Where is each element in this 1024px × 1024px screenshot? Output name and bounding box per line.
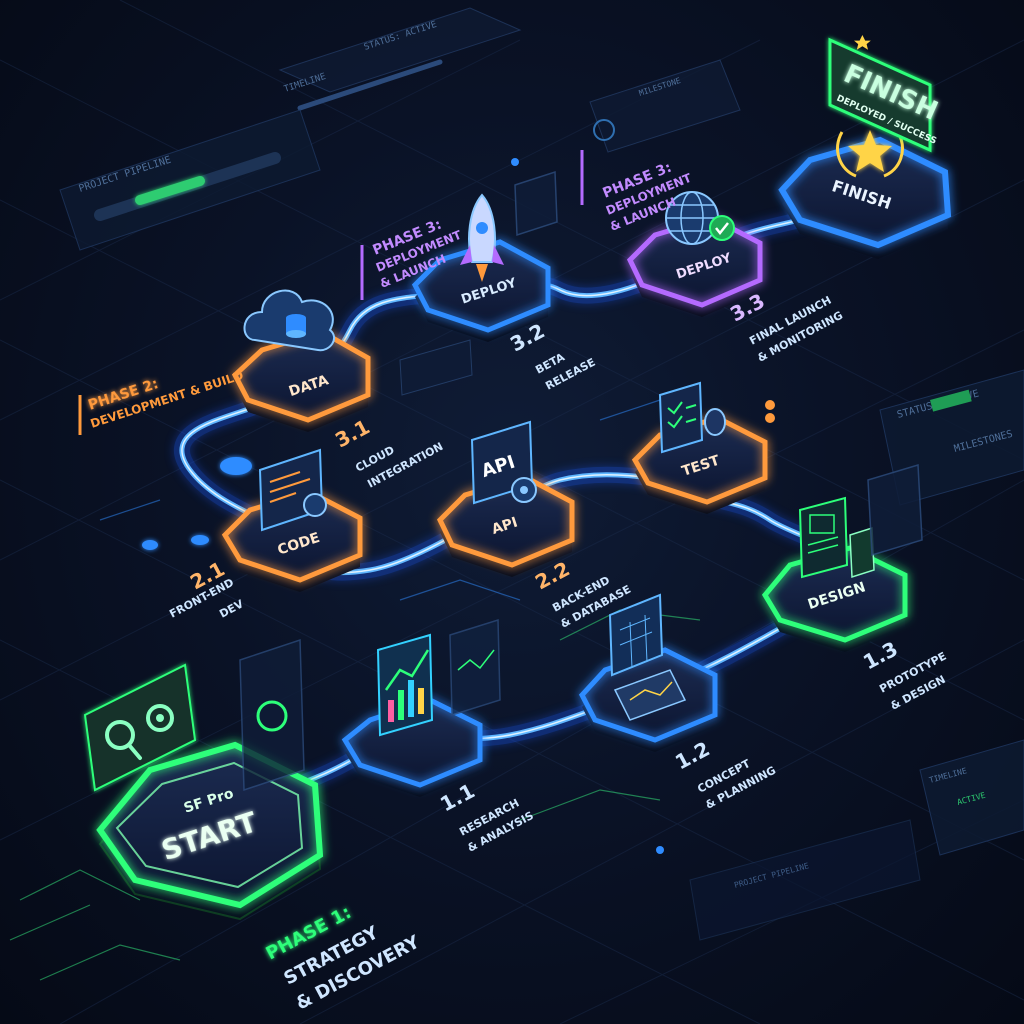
node-3-1-line2: INTEGRATION bbox=[365, 440, 445, 491]
node-1-2-caption: 1.2 CONCEPT & PLANNING bbox=[671, 737, 778, 812]
node-2-3-test[interactable]: TEST bbox=[631, 381, 768, 514]
finish-sign: FINISH DEPLOYED / SUCCESS bbox=[828, 35, 942, 153]
node-2-2-label: API bbox=[490, 515, 520, 538]
node-1-1-caption: 1.1 RESEARCH & ANALYSIS bbox=[436, 779, 536, 855]
rocket-icon bbox=[460, 193, 504, 282]
node-3-1-data[interactable]: DATA bbox=[231, 289, 371, 432]
circuit-traces bbox=[9, 609, 701, 981]
node-2-2-api[interactable]: API API bbox=[436, 420, 575, 577]
node-3-3-deploy[interactable]: DEPLOY bbox=[626, 191, 763, 317]
blueprint-map-icon bbox=[608, 593, 687, 721]
finish-node[interactable]: FINISH bbox=[778, 130, 952, 259]
node-3-2-caption: 3.2 BETA RELEASE bbox=[506, 319, 597, 393]
code-window-icon bbox=[258, 448, 327, 532]
node-2-1-line2: DEV bbox=[217, 597, 246, 621]
node-3-1-caption: 3.1 CLOUD INTEGRATION bbox=[331, 415, 445, 491]
phase-1-label: PHASE 1: STRATEGY & DISCOVERY bbox=[262, 902, 423, 1014]
circuit-traces-blue bbox=[99, 399, 661, 601]
api-window-icon: API bbox=[470, 420, 537, 505]
search-icon bbox=[105, 720, 135, 750]
gear-icon bbox=[146, 704, 174, 732]
cloud-database-icon bbox=[243, 289, 336, 352]
globe-check-icon bbox=[665, 191, 735, 245]
bar-chart-icon bbox=[376, 633, 434, 737]
floating-panels bbox=[239, 170, 923, 792]
node-3-3-caption: 3.3 FINAL LAUNCH & MONITORING bbox=[726, 289, 845, 365]
node-1-3-design[interactable]: DESIGN bbox=[761, 496, 908, 652]
node-1-2[interactable] bbox=[578, 593, 718, 752]
hud-bottom-right: TIMELINE ACTIVE PROJECT PIPELINE bbox=[689, 739, 1024, 941]
decorative-dots bbox=[142, 158, 775, 854]
hud-top: STATUS: ACTIVE TIMELINE MILESTONE bbox=[278, 7, 741, 153]
node-3-2-deploy[interactable]: DEPLOY bbox=[411, 193, 551, 342]
search-gear-sign bbox=[83, 663, 197, 792]
node-2-1-caption: 2.1 FRONT-END DEV bbox=[167, 557, 246, 621]
node-1-1[interactable] bbox=[341, 633, 483, 797]
checklist-bug-icon bbox=[658, 381, 726, 454]
hud-left: PROJECT PIPELINE bbox=[59, 109, 321, 251]
node-3-1-number: 3.1 bbox=[331, 415, 374, 453]
design-board-icon bbox=[798, 496, 875, 579]
node-2-1-code[interactable]: CODE bbox=[221, 448, 363, 592]
